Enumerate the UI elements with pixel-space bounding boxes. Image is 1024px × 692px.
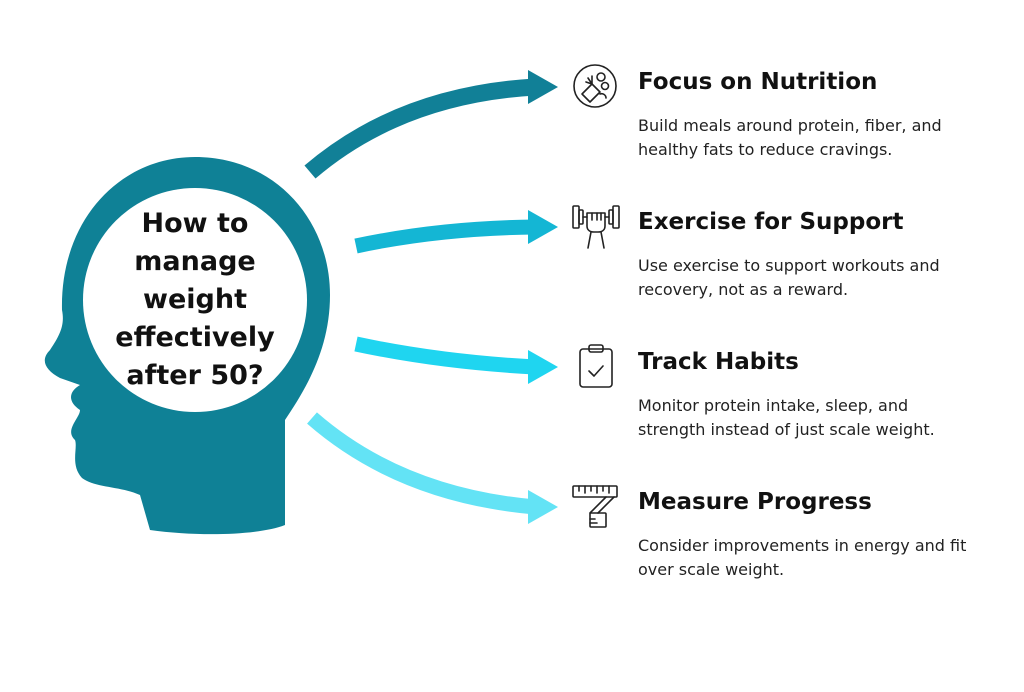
clipboard-check-icon bbox=[570, 344, 622, 392]
item-title: Measure Progress bbox=[638, 489, 872, 515]
item-title: Focus on Nutrition bbox=[638, 69, 878, 95]
measuring-tape-icon bbox=[570, 484, 622, 532]
arrow-4-shaft bbox=[307, 412, 536, 515]
item-description: Monitor protein intake, sleep, and stren… bbox=[638, 396, 935, 439]
item-description: Build meals around protein, fiber, and h… bbox=[638, 116, 942, 159]
item-title: Track Habits bbox=[638, 349, 799, 375]
arrow-3-head bbox=[528, 350, 558, 384]
arrow-1-shaft bbox=[304, 78, 536, 179]
center-question: How to manage weight effectively after 5… bbox=[115, 208, 275, 391]
nutrition-icon bbox=[570, 64, 622, 112]
arrow-1-head bbox=[528, 70, 558, 104]
item-title: Exercise for Support bbox=[638, 209, 904, 235]
arrow-2-head bbox=[528, 210, 558, 244]
head-inner-circle bbox=[83, 188, 307, 412]
arrow-3-shaft bbox=[354, 336, 536, 375]
item-description: Consider improvements in energy and fit … bbox=[638, 536, 967, 579]
arrow-2-shaft bbox=[354, 219, 536, 254]
arrow-4-head bbox=[528, 490, 558, 524]
item-description: Use exercise to support workouts and rec… bbox=[638, 256, 940, 299]
dumbbell-hand-icon bbox=[570, 204, 622, 252]
